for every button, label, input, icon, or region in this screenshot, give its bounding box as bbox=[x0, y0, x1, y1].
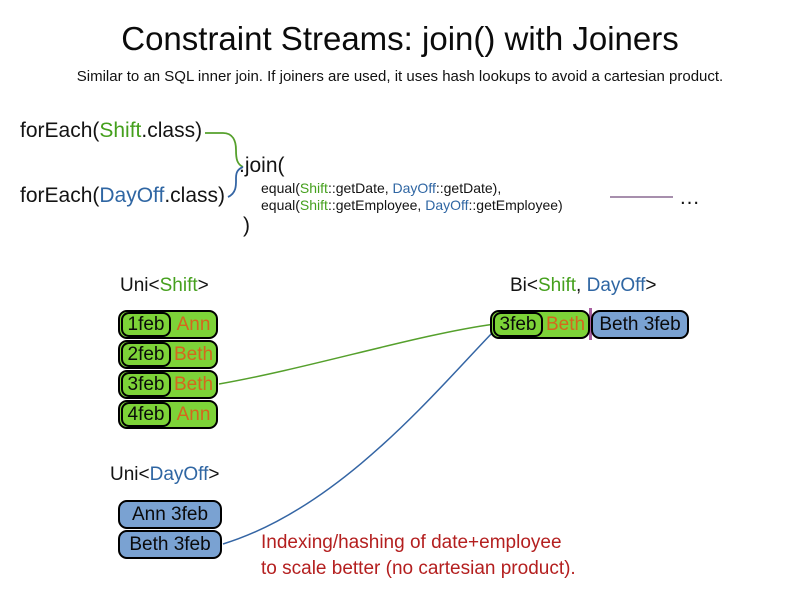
dayoff-to-bi-curve bbox=[222, 330, 495, 545]
dayoff-type-token: DayOff bbox=[586, 275, 646, 296]
shift-class-token: Shift bbox=[299, 197, 328, 213]
shift-employee: Beth bbox=[173, 373, 214, 395]
shift-employee: Beth bbox=[173, 343, 214, 365]
shift-date-cell: 1feb bbox=[121, 312, 171, 337]
shift-class-token: Shift bbox=[299, 180, 328, 196]
shift-date-cell: 2feb bbox=[121, 342, 171, 367]
dayoff-row: Beth 3feb bbox=[118, 530, 222, 559]
label-text: > bbox=[645, 275, 657, 296]
uni-dayoff-table: Ann 3feb Beth 3feb bbox=[118, 500, 222, 559]
shift-row: 1feb Ann bbox=[118, 310, 218, 339]
uni-shift-table: 1feb Ann 2feb Beth 3feb Beth 4feb Ann bbox=[118, 310, 218, 429]
page-title: Constraint Streams: join() with Joiners bbox=[121, 20, 679, 57]
shift-date-cell: 4feb bbox=[121, 402, 171, 427]
shift-type-token: Shift bbox=[538, 275, 577, 296]
dayoff-type-token: DayOff bbox=[149, 464, 209, 485]
code-foreach-dayoff: forEach(DayOff.class) bbox=[20, 184, 225, 208]
code-text: ::getDate), bbox=[435, 180, 502, 196]
code-equal-employee: equal(Shift::getEmployee, DayOff::getEmp… bbox=[261, 197, 563, 213]
code-foreach-shift: forEach(Shift.class) bbox=[20, 119, 202, 143]
brace-green-segment bbox=[205, 132, 244, 168]
dayoff-class-token: DayOff bbox=[99, 184, 165, 207]
code-text: .class) bbox=[164, 184, 226, 207]
shift-to-bi-curve bbox=[218, 323, 496, 385]
shift-row: 4feb Ann bbox=[118, 400, 218, 429]
code-text: forEach( bbox=[20, 119, 100, 142]
label-text: Uni< bbox=[120, 275, 160, 296]
code-equal-date: equal(Shift::getDate, DayOff::getDate), bbox=[261, 180, 501, 196]
label-text: > bbox=[208, 464, 220, 485]
code-text: ::getEmployee, bbox=[327, 197, 426, 213]
shift-date-cell: 3feb bbox=[493, 312, 543, 337]
annotation: Indexing/hashing of date+employee to sca… bbox=[261, 530, 576, 582]
brace-blue-segment bbox=[227, 166, 244, 198]
shift-class-token: Shift bbox=[99, 119, 142, 142]
subtitle: Similar to an SQL inner join. If joiners… bbox=[76, 68, 724, 85]
code-text: forEach( bbox=[20, 184, 100, 207]
code-join-close: ) bbox=[243, 214, 250, 237]
bi-label: Bi<Shift, DayOff> bbox=[510, 275, 656, 297]
code-text: .class) bbox=[141, 119, 203, 142]
bi-dayoff-part: Beth 3feb bbox=[591, 310, 689, 339]
shift-employee: Beth bbox=[545, 313, 586, 335]
annotation-line: Indexing/hashing of date+employee bbox=[261, 532, 562, 553]
code-text: equal( bbox=[261, 180, 300, 196]
shift-employee: Ann bbox=[176, 403, 211, 425]
dayoff-row: Ann 3feb bbox=[118, 500, 222, 529]
code-text: equal( bbox=[261, 197, 300, 213]
shift-row: 2feb Beth bbox=[118, 340, 218, 369]
code-text: ::getDate, bbox=[327, 180, 393, 196]
shift-date-cell: 3feb bbox=[121, 372, 171, 397]
label-text: Uni< bbox=[110, 464, 150, 485]
code-join-open: .join( bbox=[239, 154, 285, 177]
ellipsis: … bbox=[679, 186, 701, 209]
shift-employee: Ann bbox=[176, 313, 211, 335]
uni-dayoff-label: Uni<DayOff> bbox=[110, 464, 220, 486]
code-text: ::getEmployee) bbox=[468, 197, 563, 213]
shift-type-token: Shift bbox=[159, 275, 198, 296]
label-text: > bbox=[197, 275, 209, 296]
annotation-line: to scale better (no cartesian product). bbox=[261, 558, 576, 579]
bi-shift-part: 3feb Beth bbox=[490, 310, 590, 339]
dayoff-class-token: DayOff bbox=[425, 197, 469, 213]
label-text: , bbox=[576, 275, 587, 296]
label-text: Bi< bbox=[510, 275, 538, 296]
dayoff-class-token: DayOff bbox=[392, 180, 436, 196]
uni-shift-label: Uni<Shift> bbox=[120, 275, 209, 297]
shift-row: 3feb Beth bbox=[118, 370, 218, 399]
